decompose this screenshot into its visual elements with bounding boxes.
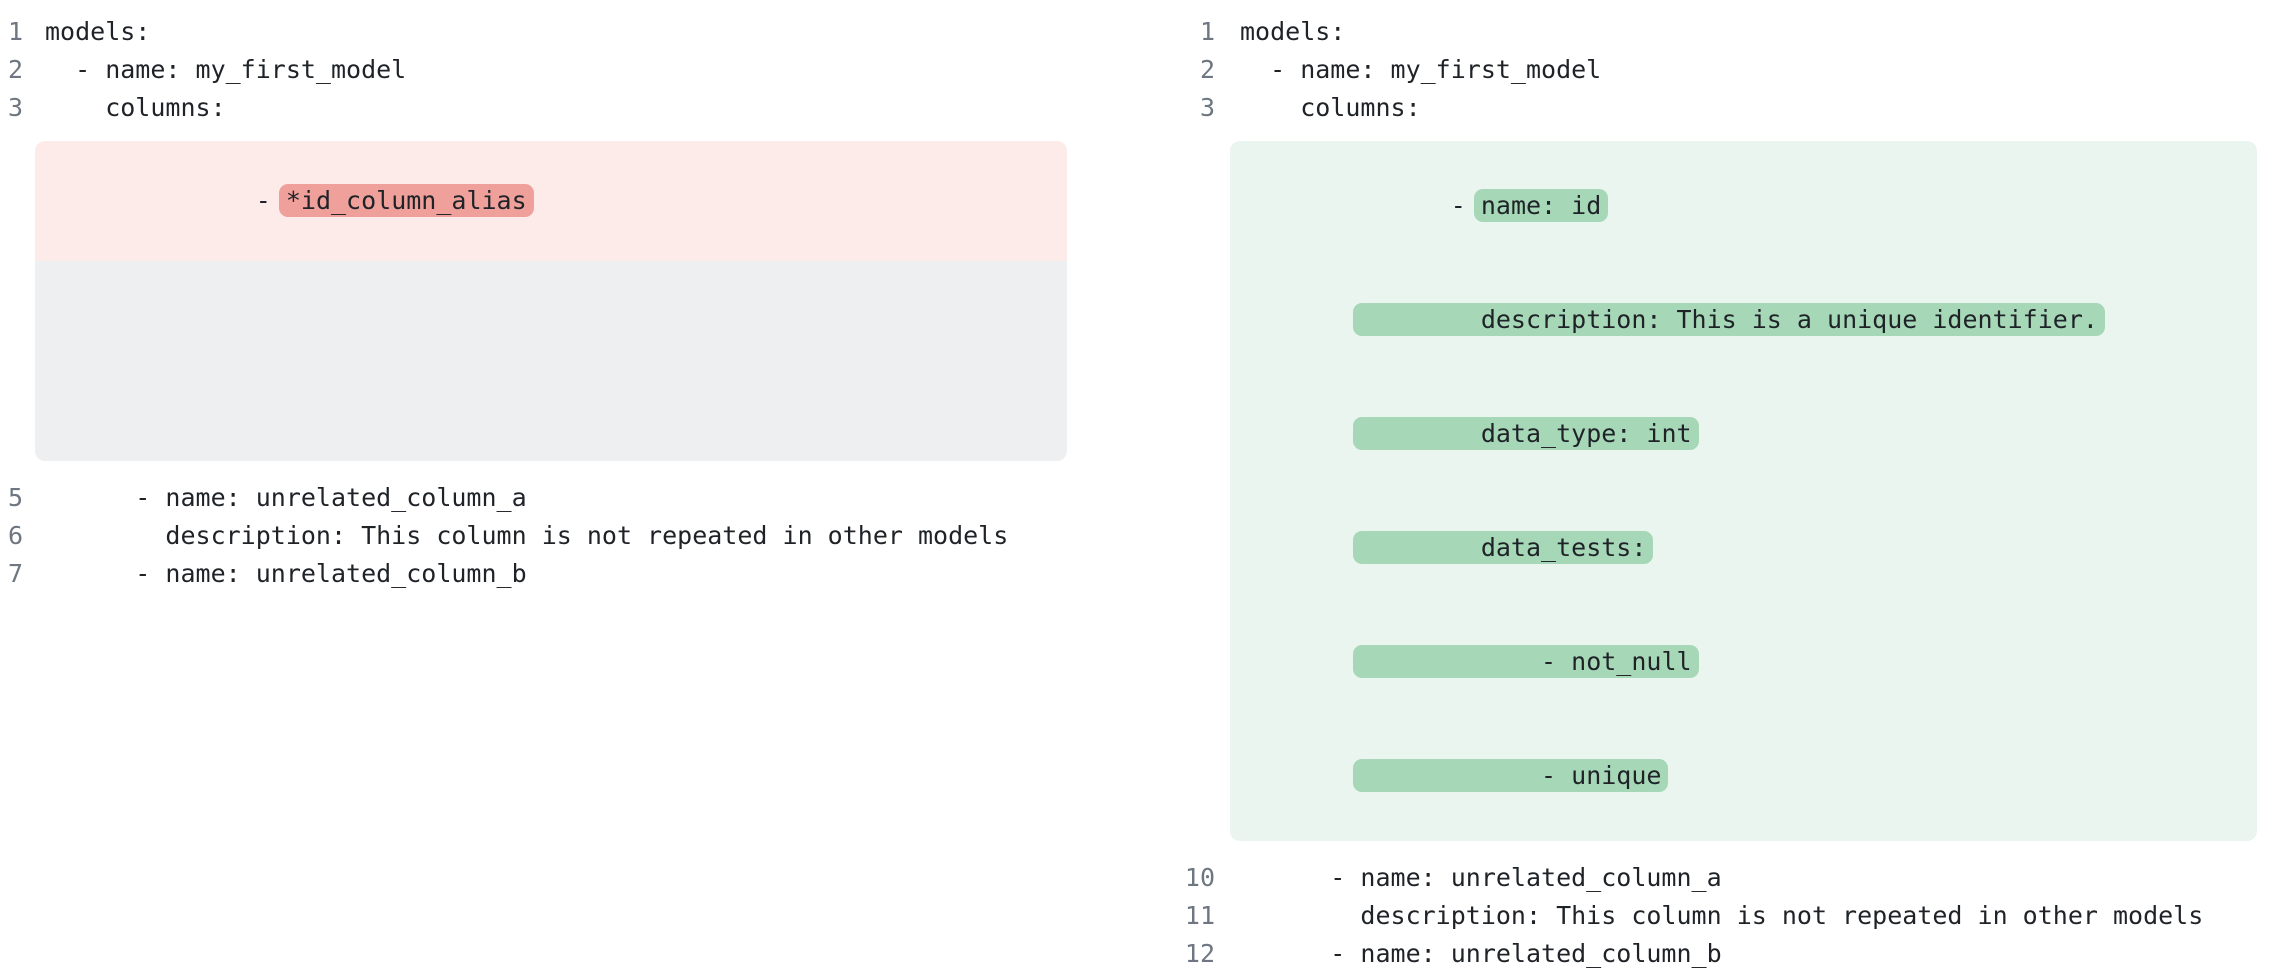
code-text: - [165,186,286,215]
added-token: description: This is a unique identifier… [1353,303,2105,336]
added-token: name: id [1473,189,1609,222]
added-line: 4 - name: id [1230,149,2257,263]
added-line: 5 description: This is a unique identifi… [1230,263,2257,377]
diff-pane-original: 1 models: 2 - name: my_first_model 3 colu… [0,13,1089,593]
added-block: 4 - name: id 5 description: This is a un… [1230,141,2257,841]
line-number: 5 [7,483,23,512]
added-line: 9 - unique [1230,719,2257,833]
code-text: - name: unrelated_column_b [45,559,527,588]
diff-pane-modified: 1 models: 2 - name: my_first_model 3 colu… [1139,13,2278,973]
added-token: data_type: int [1353,417,1699,450]
line-number: 1 [7,17,23,46]
removed-block: 4 - *id_column_alias [35,141,1067,461]
line-number: 1 [1199,17,1215,46]
line-number: 2 [1199,55,1215,84]
code-text: - name: my_first_model [1240,55,1602,84]
code-text: - name: unrelated_column_a [45,483,527,512]
line-number: 2 [7,55,23,84]
added-line: 7 data_tests: [1230,491,2257,605]
code-line: 7 - name: unrelated_column_b [0,555,1089,593]
line-number: 12 [1184,939,1215,968]
added-line: 8 - not_null [1230,605,2257,719]
code-text: models: [1240,17,1346,46]
code-line: 2 - name: my_first_model [1139,51,2278,89]
code-text: - name: unrelated_column_a [1240,863,1722,892]
removed-line: 4 - *id_column_alias [35,141,1067,261]
code-line: 1 models: [0,13,1089,51]
code-line: 5 - name: unrelated_column_a [0,479,1089,517]
code-text: columns: [1240,93,1421,122]
code-text: - [1360,191,1481,220]
code-line: 11 description: This column is not repea… [1139,897,2278,935]
code-text: - name: my_first_model [45,55,407,84]
code-line: 6 description: This column is not repeat… [0,517,1089,555]
collapsed-placeholder [35,261,1067,461]
line-number: 3 [1199,93,1215,122]
code-line: 10 - name: unrelated_column_a [1139,859,2278,897]
code-text: models: [45,17,151,46]
code-line: 3 columns: [1139,89,2278,127]
code-text: - name: unrelated_column_b [1240,939,1722,968]
added-token: - unique [1353,759,1669,792]
added-token: data_tests: [1353,531,1654,564]
line-number: 10 [1184,863,1215,892]
code-text: columns: [45,93,226,122]
added-line: 6 data_type: int [1230,377,2257,491]
line-number: 6 [7,521,23,550]
line-number: 7 [7,559,23,588]
code-line: 2 - name: my_first_model [0,51,1089,89]
line-number: 3 [7,93,23,122]
code-line: 1 models: [1139,13,2278,51]
code-text: description: This column is not repeated… [45,521,1009,550]
code-line: 3 columns: [0,89,1089,127]
added-token: - not_null [1353,645,1699,678]
line-number: 11 [1184,901,1215,930]
code-text: description: This column is not repeated… [1240,901,2204,930]
code-line: 12 - name: unrelated_column_b [1139,935,2278,973]
removed-token: *id_column_alias [278,184,534,217]
